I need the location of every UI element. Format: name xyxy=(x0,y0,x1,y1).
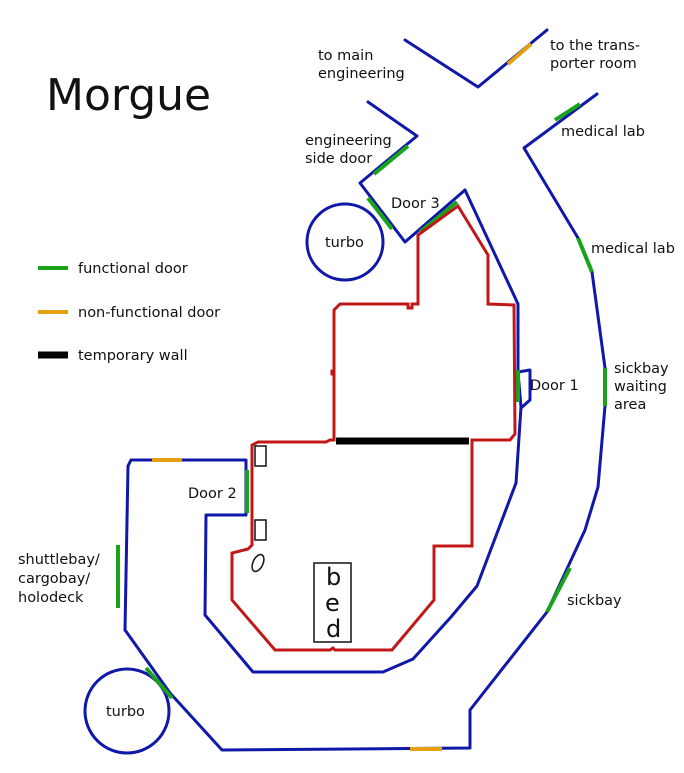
transporter-room-door xyxy=(506,42,533,66)
medical-lab-door-2 xyxy=(576,237,594,273)
sickbay-waiting-label-3: area xyxy=(614,397,646,413)
page-title: Morgue xyxy=(46,70,211,121)
morgue-wall xyxy=(230,203,517,652)
door-2-label: Door 2 xyxy=(188,486,237,502)
turbo-top-label: turbo xyxy=(325,235,364,251)
bed-letter-e: e xyxy=(325,589,340,617)
bed-letter-b: b xyxy=(326,563,341,591)
door-3-label: Door 3 xyxy=(391,196,440,212)
engineering-side-door xyxy=(372,144,410,176)
shuttlebay-label-3: holodeck xyxy=(18,590,84,606)
shuttlebay-label-2: cargobay/ xyxy=(18,571,90,587)
legend: functional door non-functional door temp… xyxy=(38,261,220,364)
cabinet-bottom xyxy=(254,519,267,541)
cabinet-top xyxy=(254,445,267,467)
legend-temporary-wall-label: temporary wall xyxy=(78,348,188,364)
door-3 xyxy=(418,200,459,234)
inner-right-wall xyxy=(463,188,520,372)
medical-lab-door-1 xyxy=(553,102,582,122)
door-1-label: Door 1 xyxy=(530,378,579,394)
sickbay-door xyxy=(545,567,572,613)
turbo-bottom-door xyxy=(144,666,174,700)
sickbay-waiting-label-2: waiting xyxy=(614,379,667,395)
to-transporter-label-2: porter room xyxy=(550,56,637,72)
turbo-top-circle xyxy=(305,202,385,282)
engineering-corridor-wall xyxy=(358,100,467,244)
to-main-engineering-label-1: to main xyxy=(318,48,373,64)
to-transporter-label-1: to the trans- xyxy=(550,38,640,54)
oval-object xyxy=(251,553,265,573)
sickbay-waiting-label-1: sickbay xyxy=(614,361,669,377)
sickbay-label: sickbay xyxy=(567,593,622,609)
medical-lab-label-1: medical lab xyxy=(561,124,645,140)
bed xyxy=(313,562,352,643)
legend-functional-door-label: functional door xyxy=(78,261,188,277)
turbo-bottom-circle xyxy=(83,667,171,755)
engineering-side-door-label-1: engineering xyxy=(305,133,392,149)
bed-letter-d: d xyxy=(326,615,341,643)
corridor-top-wall xyxy=(403,28,549,89)
turbo-bottom-label: turbo xyxy=(106,704,145,720)
engineering-side-door-label-2: side door xyxy=(305,151,372,167)
to-main-engineering-label-2: engineering xyxy=(318,66,405,82)
shuttlebay-label-1: shuttlebay/ xyxy=(18,552,100,568)
legend-non-functional-door-label: non-functional door xyxy=(78,305,220,321)
turbo-top-door xyxy=(366,196,394,231)
medical-lab-label-2: medical lab xyxy=(591,241,675,257)
outer-corridor-wall xyxy=(123,92,607,752)
